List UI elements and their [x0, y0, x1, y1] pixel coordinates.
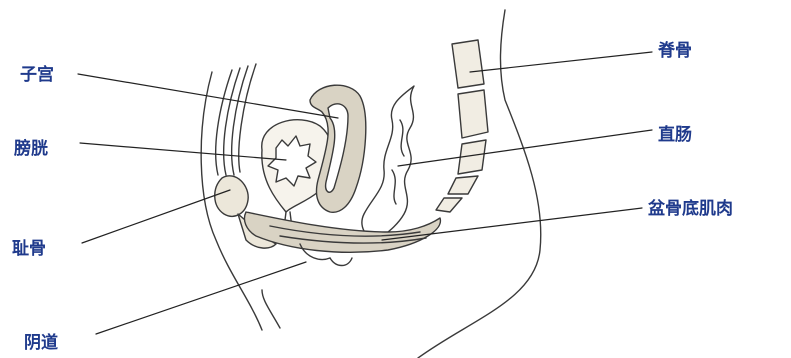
- leader-lines: [77, 51, 653, 335]
- label-pelvic-floor: 盆骨底肌肉: [648, 199, 733, 219]
- bladder-inner: [267, 135, 317, 187]
- rectum-shape: [361, 85, 415, 243]
- front-contour: [200, 71, 263, 331]
- back-outline: [417, 9, 542, 358]
- pubic-bone-shape: [214, 175, 249, 218]
- label-bladder: 膀胱: [14, 139, 48, 159]
- spine-vertebrae: [435, 39, 489, 213]
- label-pubic-bone: 耻骨: [12, 239, 46, 259]
- label-rectum: 直肠: [658, 125, 692, 145]
- label-spine: 脊骨: [658, 41, 692, 61]
- label-vagina: 阴道: [24, 333, 58, 353]
- label-uterus: 子宫: [20, 65, 54, 85]
- abdominal-wall: [214, 69, 233, 176]
